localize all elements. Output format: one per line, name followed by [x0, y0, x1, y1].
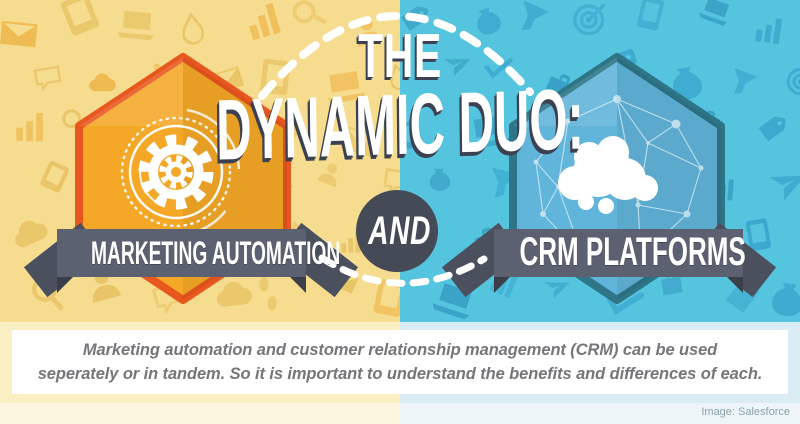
crm-platforms-ribbon	[441, 222, 777, 298]
bottom-strip-right	[400, 403, 800, 424]
bottom-dashed-arc	[318, 254, 488, 287]
gear-icon	[130, 126, 222, 218]
caption-line-1: Marketing automation and customer relati…	[82, 341, 718, 359]
salesforce-cloud-icon	[558, 136, 658, 214]
caption-line-2: seperately or in tandem. So it is import…	[37, 365, 763, 383]
image-credit: Image: Salesforce	[701, 406, 790, 418]
main-artwork	[23, 12, 777, 304]
caption-box: Marketing automation and customer relati…	[12, 330, 788, 394]
bottom-strip-left	[0, 403, 400, 424]
marketing-automation-ribbon	[23, 222, 359, 298]
top-dashed-arc	[258, 12, 534, 100]
and-badge-circle	[356, 190, 438, 272]
